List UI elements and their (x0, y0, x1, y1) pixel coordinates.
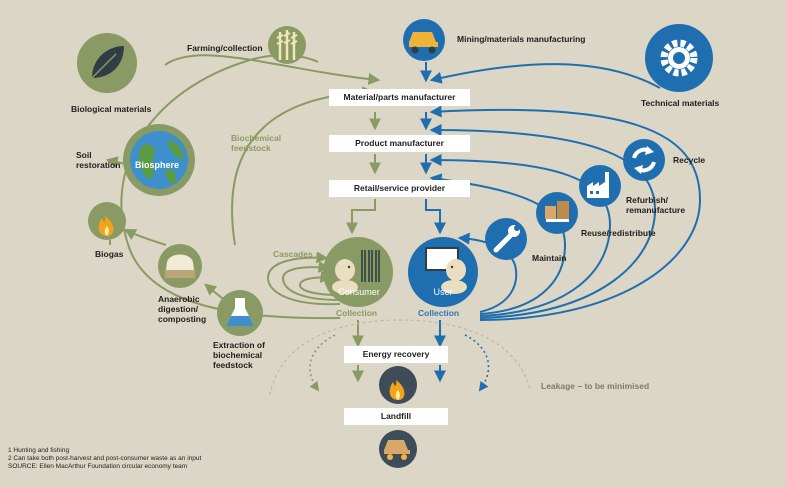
mining-label: Mining/materials manufacturing (457, 34, 586, 44)
energy-recovery-box: Energy recovery (344, 346, 448, 363)
technical-materials-label: Technical materials (641, 98, 720, 108)
flame-icon (88, 202, 126, 240)
computer-screen-icon (408, 237, 478, 307)
footnote-1: 1 Hunting and fishing (8, 447, 70, 454)
factory-icon (579, 165, 621, 207)
recycle-arrows-icon (623, 139, 665, 181)
globe-icon (123, 124, 195, 196)
mining-truck-icon (403, 19, 445, 61)
soil-restoration-label: Soil restoration (76, 150, 121, 170)
technical-flows (420, 62, 702, 383)
leakage-label: Leakage – to be minimised (541, 381, 650, 391)
retail-service-provider-box: Retail/service provider (329, 180, 470, 197)
flask-icon (217, 290, 263, 336)
farming-collection-label: Farming/collection (187, 43, 263, 53)
product-manufacturer-box: Product manufacturer (329, 135, 470, 152)
barcode-icon (323, 237, 393, 307)
landfill-box: Landfill (344, 408, 448, 425)
footnote-2: 2 Can take both post-harvest and post-co… (8, 455, 202, 462)
extraction-label: Extraction of biochemical feedstock (213, 340, 265, 370)
biogas-label: Biogas (95, 249, 124, 259)
user-label: User (433, 287, 453, 297)
biochemical-feedstock-label: Biochemical feedstock (231, 133, 282, 153)
maintain-label: Maintain (532, 253, 567, 263)
gear-icon (645, 24, 713, 92)
consumer-label: Consumer (338, 287, 380, 297)
leaf-icon (77, 33, 137, 93)
material-parts-manufacturer-box: Material/parts manufacturer (329, 89, 470, 106)
digester-icon (158, 244, 202, 288)
recycle-label: Recycle (673, 155, 706, 165)
anaerobic-digestion-label: Anaerobic digestion/ composting (158, 294, 207, 324)
user-collection-label: Collection (418, 308, 460, 318)
landfill-truck-icon (379, 430, 417, 468)
wheat-and-fish-icon (268, 26, 306, 64)
boxes-icon (536, 192, 578, 234)
biological-materials-label: Biological materials (71, 104, 152, 114)
refurbish-label: Refurbish/ remanufacture (626, 195, 686, 215)
leakage-outline (269, 319, 531, 396)
biosphere-label: Biosphere (135, 160, 180, 170)
leakage-arcs (309, 334, 490, 392)
cascades-label: Cascades (273, 249, 313, 259)
reuse-label: Reuse/redistribute (581, 228, 656, 238)
flame-icon (379, 366, 417, 404)
consumer-collection-label: Collection (336, 308, 378, 318)
wrench-icon (485, 218, 527, 260)
source-note: SOURCE: Ellen MacArthur Foundation circu… (8, 463, 188, 470)
